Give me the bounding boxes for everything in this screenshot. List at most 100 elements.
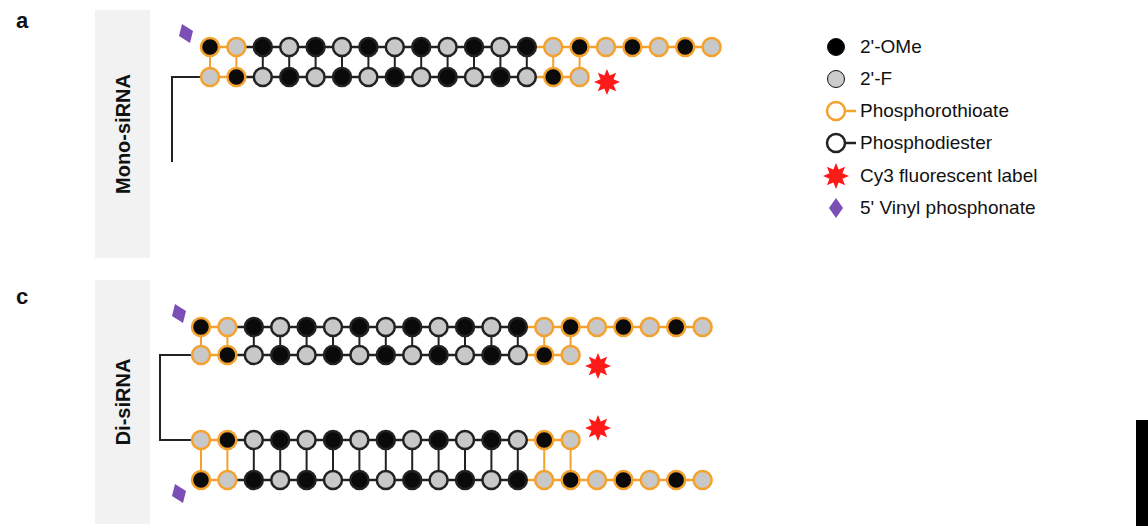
base-pair	[517, 449, 519, 471]
nucleotide	[201, 38, 219, 56]
nucleotide	[218, 471, 236, 489]
nucleotides	[192, 471, 712, 489]
base-pair	[226, 449, 228, 471]
nucleotide	[201, 68, 219, 86]
nucleotide	[509, 346, 527, 364]
nucleotide	[465, 38, 483, 56]
legend-label: 2'-F	[860, 68, 892, 89]
base-pair	[473, 56, 475, 68]
base-pair	[464, 449, 466, 471]
strand-group	[160, 24, 721, 503]
nucleotide	[254, 38, 272, 56]
legend-entry: 5' Vinyl phosphonate	[827, 195, 1035, 221]
base-pair	[438, 336, 440, 346]
nucleotide	[562, 471, 580, 489]
nucleotide	[430, 318, 448, 336]
base-pair	[253, 449, 255, 471]
legend-entry: 2'-F	[827, 66, 892, 92]
nucleotide	[667, 471, 685, 489]
base-pair	[517, 336, 519, 346]
linker	[160, 355, 192, 440]
nucleotide	[535, 431, 553, 449]
nucleotide	[245, 318, 263, 336]
nucleotide	[192, 471, 210, 489]
nucleotide	[271, 318, 289, 336]
backbone-sample	[845, 142, 856, 145]
legend-samples	[823, 102, 856, 218]
panel-letter: c	[16, 284, 28, 310]
base-pair	[464, 336, 466, 346]
base-pair	[200, 336, 202, 346]
nucleotides	[192, 346, 580, 364]
nucleotide	[597, 38, 615, 56]
cy3-star-sample	[823, 163, 849, 189]
nucleotide	[641, 318, 659, 336]
base-pair	[279, 336, 281, 346]
nucleotide	[535, 346, 553, 364]
nucleotide	[324, 318, 342, 336]
base-pairs	[201, 449, 571, 471]
cy3-label	[823, 163, 849, 189]
nucleotide	[456, 431, 474, 449]
base-pair	[358, 449, 360, 471]
nucleotide	[571, 68, 589, 86]
base-pair	[279, 449, 281, 471]
base-pair	[552, 56, 554, 68]
vinyl-phosphonate	[179, 24, 193, 43]
nucleotide	[377, 471, 395, 489]
cy3-label	[585, 415, 611, 441]
base-pair	[385, 449, 387, 471]
base-pair	[526, 56, 528, 68]
nucleotide	[694, 318, 712, 336]
nucleotide	[350, 431, 368, 449]
base-pair	[341, 56, 343, 68]
nucleotide	[491, 68, 509, 86]
base-pair	[306, 336, 308, 346]
nucleotide	[667, 318, 685, 336]
base-pair	[209, 56, 211, 68]
nucleotide	[412, 68, 430, 86]
base-pair	[570, 336, 572, 346]
base-pairs	[210, 56, 580, 68]
nucleotide	[298, 346, 316, 364]
base-pair	[543, 336, 545, 346]
nucleotide	[439, 38, 457, 56]
nucleotide	[298, 471, 316, 489]
nucleotide	[430, 346, 448, 364]
nucleotide	[562, 431, 580, 449]
nucleotide	[439, 68, 457, 86]
nucleotide	[535, 318, 553, 336]
nucleotide	[298, 431, 316, 449]
nucleotide	[227, 68, 245, 86]
base-pair	[490, 449, 492, 471]
nucleotide	[386, 38, 404, 56]
nucleotide	[227, 38, 245, 56]
nucleotide	[562, 346, 580, 364]
nucleotide	[456, 346, 474, 364]
base-pair	[411, 449, 413, 471]
backbone-sample	[845, 110, 856, 113]
base-pair	[332, 336, 334, 346]
legend-swatch	[827, 38, 845, 56]
legend-label: Phosphorothioate	[860, 100, 1009, 121]
nucleotide	[430, 471, 448, 489]
nucleotide	[333, 38, 351, 56]
nucleotide	[544, 68, 562, 86]
nucleotide	[491, 38, 509, 56]
nucleotide	[324, 431, 342, 449]
nucleotide	[614, 318, 632, 336]
nucleotide	[377, 318, 395, 336]
nucleotide	[359, 68, 377, 86]
nucleotide	[403, 318, 421, 336]
base-pair	[543, 449, 545, 471]
nucleotide	[588, 471, 606, 489]
nucleotide	[245, 471, 263, 489]
nucleotide	[403, 471, 421, 489]
nucleotide	[192, 346, 210, 364]
legend-label: Phosphodiester	[860, 132, 992, 153]
nucleotide	[307, 38, 325, 56]
legend-entry: Cy3 fluorescent label	[827, 163, 1037, 189]
base-pair	[385, 336, 387, 346]
legend-entry: 2'-OMe	[827, 34, 922, 60]
